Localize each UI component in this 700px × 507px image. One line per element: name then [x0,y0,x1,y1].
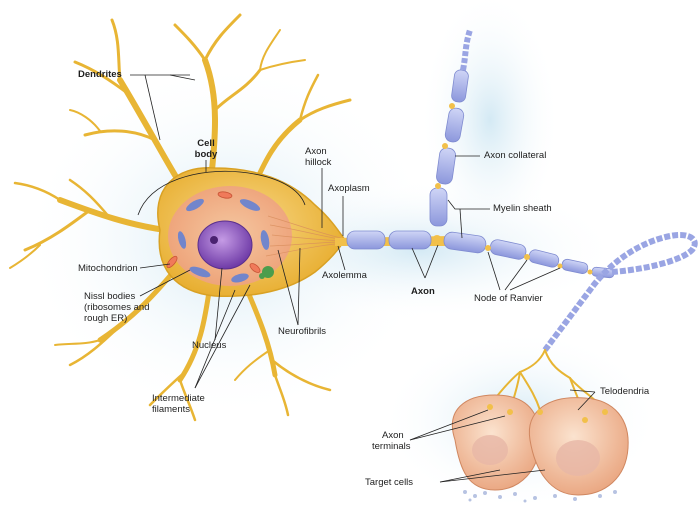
label-axon-hillock-line1: Axon [305,146,327,157]
label-axon: Axon [411,286,435,297]
label-myelin-sheath: Myelin sheath [493,203,552,214]
label-axon-collateral: Axon collateral [484,150,546,161]
label-nissl-line2: (ribosomes and [84,302,149,313]
label-axon-terminals-line2: terminals [372,441,411,452]
label-telodendria: Telodendria [600,386,649,397]
label-axon-hillock-line2: hillock [305,157,331,168]
label-axolemma: Axolemma [322,270,367,281]
label-target-cells: Target cells [365,477,413,488]
label-nucleus: Nucleus [192,340,226,351]
label-cell-body-line2: body [191,149,221,160]
label-dendrites: Dendrites [78,69,122,80]
label-neurofibrils: Neurofibrils [278,326,326,337]
label-nissl-line3: rough ER) [84,313,127,324]
label-axon-terminals-line1: Axon [382,430,404,441]
label-axoplasm: Axoplasm [328,183,370,194]
label-mitochondrion: Mitochondrion [78,263,138,274]
label-node-of-ranvier: Node of Ranvier [474,293,543,304]
label-cell-body-line1: Cell [191,138,221,149]
label-nissl-line1: Nissl bodies [84,291,135,302]
label-intermediate-line1: Intermediate [152,393,205,404]
label-intermediate-line2: filaments [152,404,190,415]
